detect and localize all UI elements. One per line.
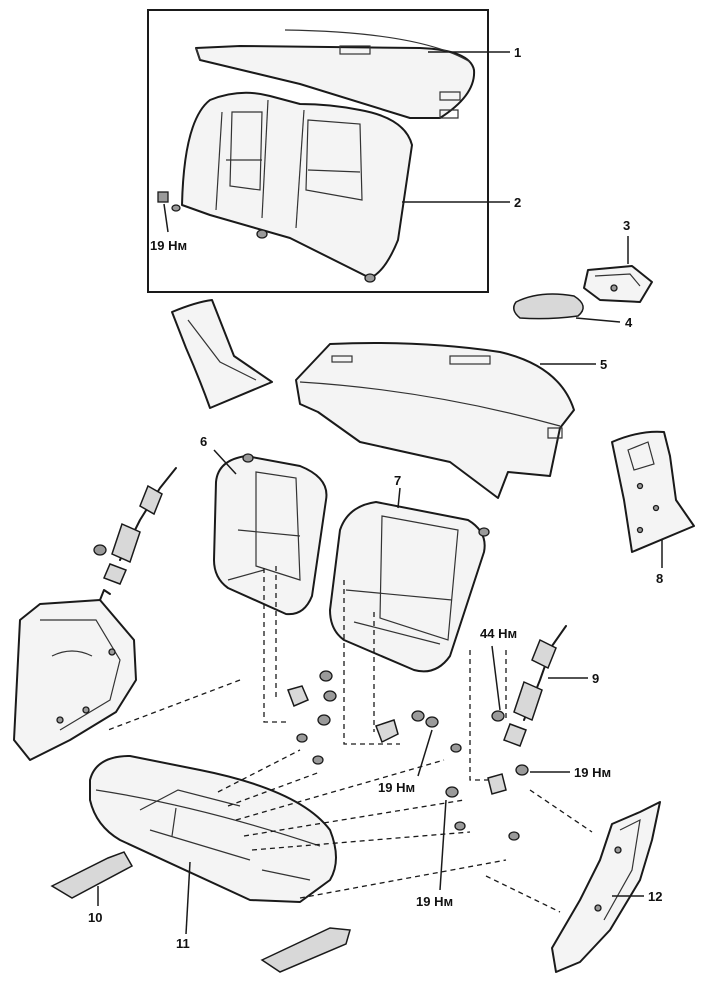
pad-part (513, 293, 584, 320)
callout-12: 12 (648, 889, 662, 904)
package-tray (295, 342, 575, 499)
seat-cushion (89, 755, 337, 903)
right-quarter-trim (551, 801, 661, 973)
foot-trim-left (50, 851, 134, 899)
callout-5: 5 (600, 357, 607, 372)
foot-trim-right (260, 927, 351, 973)
callout-8: 8 (656, 571, 663, 586)
leader-lines (97, 51, 663, 935)
torque-label-44: 44 Нм (480, 626, 517, 641)
right-seatback (329, 501, 490, 673)
inset-bolt (157, 191, 181, 212)
alignment-lines (107, 566, 593, 913)
left-quarter-trim (13, 589, 137, 761)
torque-label-right: 19 Нм (574, 765, 611, 780)
torque-label-bottom: 19 Нм (416, 894, 453, 909)
callout-1: 1 (514, 45, 521, 60)
hinge-hardware (287, 670, 529, 841)
left-pillar-trim (171, 299, 273, 409)
callout-11: 11 (176, 936, 190, 951)
package-tray-inset (195, 29, 476, 119)
callout-9: 9 (592, 671, 599, 686)
inset-frame (147, 9, 489, 293)
callout-6: 6 (200, 434, 207, 449)
left-seatback (213, 453, 328, 616)
callout-3: 3 (623, 218, 630, 233)
seatback-assembly-inset (181, 91, 413, 283)
torque-label-inset: 19 Нм (150, 238, 187, 253)
right-seat-belt (491, 625, 567, 747)
callout-10: 10 (88, 910, 102, 925)
callout-2: 2 (514, 195, 521, 210)
torque-label-mid: 19 Нм (378, 780, 415, 795)
left-seat-belt (93, 467, 177, 585)
bracket-part (583, 265, 653, 303)
callout-4: 4 (625, 315, 633, 330)
callout-7: 7 (394, 473, 401, 488)
right-pillar-trim (611, 430, 695, 553)
